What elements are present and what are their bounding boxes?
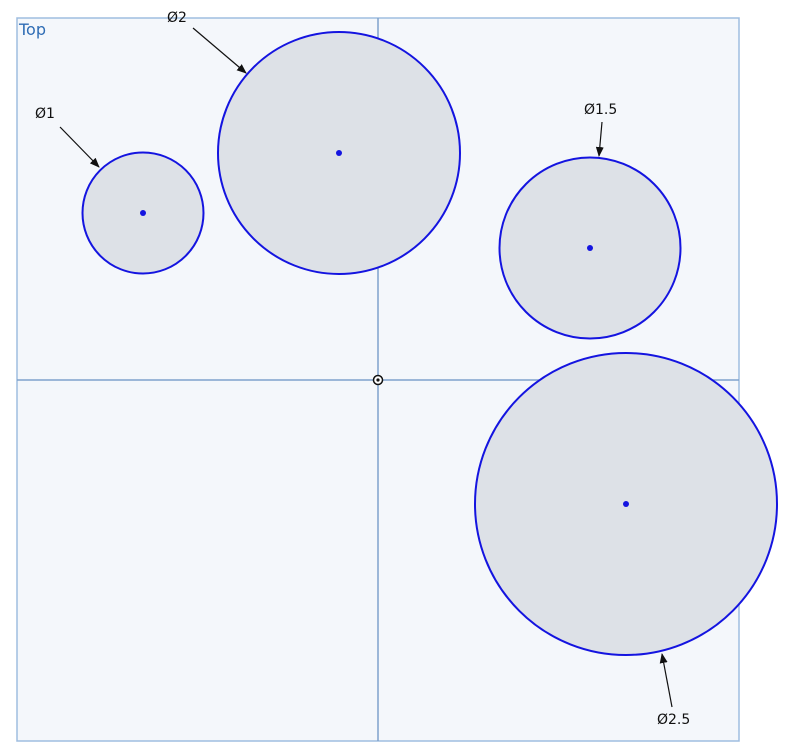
circle-2[interactable] bbox=[217, 31, 461, 275]
plane-label[interactable]: Top bbox=[18, 20, 46, 39]
circle-1-5[interactable] bbox=[498, 156, 682, 340]
center-point[interactable] bbox=[140, 210, 146, 216]
center-point[interactable] bbox=[623, 501, 629, 507]
center-point[interactable] bbox=[587, 245, 593, 251]
dimension-leader bbox=[659, 653, 673, 708]
circle-1[interactable] bbox=[81, 151, 205, 275]
dimension-leader bbox=[59, 126, 100, 168]
dimension-leader bbox=[192, 27, 247, 74]
center-point[interactable] bbox=[336, 150, 342, 156]
origin-icon[interactable] bbox=[372, 374, 384, 386]
circle-2-5[interactable] bbox=[474, 352, 778, 656]
dimension-label[interactable]: Ø2 bbox=[167, 10, 187, 26]
dimension-label[interactable]: Ø1.5 bbox=[584, 102, 617, 118]
dimension-leader bbox=[595, 121, 604, 157]
dimension-label[interactable]: Ø1 bbox=[35, 106, 55, 122]
dimension-label[interactable]: Ø2.5 bbox=[657, 712, 690, 728]
